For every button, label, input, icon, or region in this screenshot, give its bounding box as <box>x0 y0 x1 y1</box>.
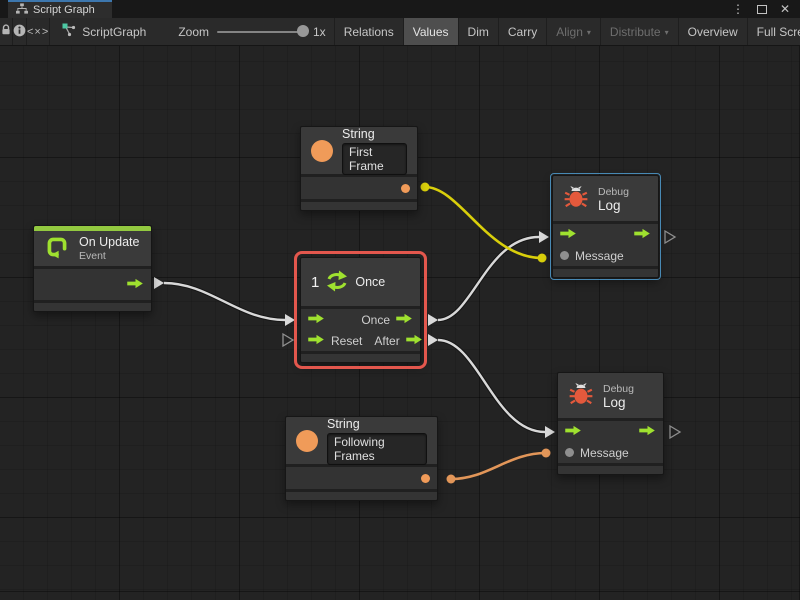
zoom-slider-handle[interactable] <box>297 25 309 37</box>
node-debug-log-top[interactable]: Debug Log Message <box>550 173 661 280</box>
log-enter-port[interactable] <box>565 425 582 439</box>
graph-toolbar: <×> ScriptGraph Zoom 1x Relations <box>0 18 800 46</box>
wire-after-to-debuglog-bottom[interactable] <box>437 338 546 434</box>
unconnected-port-arrow[interactable] <box>664 229 677 245</box>
once-count-badge: 1 <box>311 273 320 291</box>
bug-icon <box>568 381 594 410</box>
once-enter-port[interactable] <box>308 313 325 327</box>
wire-endpoint-dot[interactable] <box>446 474 456 484</box>
node-string-first-frame[interactable]: String First Frame <box>300 126 418 211</box>
string-output-port[interactable] <box>421 473 430 483</box>
once-reset-port[interactable] <box>308 334 325 348</box>
string-output-port[interactable] <box>401 183 410 193</box>
relations-button[interactable]: Relations <box>335 18 404 45</box>
flow-arrowhead[interactable] <box>428 334 438 346</box>
zoom-label: Zoom <box>178 24 209 39</box>
code-icon: <×> <box>27 25 50 38</box>
message-input-port[interactable] <box>560 251 569 260</box>
node-once[interactable]: 1 Once Once <box>294 251 427 369</box>
zoom-control: Zoom 1x <box>158 18 335 45</box>
wire-onupdate-to-once[interactable] <box>163 281 286 322</box>
message-input-port[interactable] <box>565 448 574 457</box>
wire-once-to-debuglog-top[interactable] <box>437 235 540 322</box>
node-debug-log-bottom[interactable]: Debug Log Message <box>557 372 664 475</box>
event-color-bar <box>34 226 151 231</box>
chevron-down-icon: ▾ <box>664 27 669 37</box>
string-literal-icon <box>296 429 318 452</box>
on-update-loop-icon <box>44 234 70 263</box>
graph-canvas[interactable]: String First Frame On Update <box>0 46 800 600</box>
flow-arrowhead[interactable] <box>154 277 164 289</box>
flow-arrowhead[interactable] <box>428 314 438 326</box>
script-graph-icon <box>62 23 76 40</box>
string-value-input[interactable]: Following Frames <box>327 432 427 465</box>
wire-endpoint-dot[interactable] <box>541 448 551 458</box>
code-preview-button[interactable]: <×> <box>27 18 51 45</box>
info-icon <box>13 24 26 40</box>
flow-arrowhead[interactable] <box>285 314 295 326</box>
maximize-icon[interactable] <box>756 4 767 14</box>
string-value-input[interactable]: First Frame <box>342 142 407 175</box>
graph-selector[interactable]: ScriptGraph <box>50 18 158 45</box>
wire-string-first-to-message[interactable] <box>424 185 543 260</box>
tab-label: Script Graph <box>33 4 95 16</box>
unconnected-port-arrow[interactable] <box>282 332 295 348</box>
log-exit-port[interactable] <box>639 425 656 439</box>
overview-button[interactable]: Overview <box>679 18 748 45</box>
node-on-update-event[interactable]: On Update Event <box>33 225 152 312</box>
lock-button[interactable] <box>0 18 13 45</box>
wire-endpoint-dot[interactable] <box>537 253 547 263</box>
flow-output-port[interactable] <box>127 278 144 292</box>
once-cycle-icon <box>325 270 349 295</box>
info-button[interactable] <box>13 18 27 45</box>
node-string-following-frames[interactable]: String Following Frames <box>285 416 438 501</box>
carry-button[interactable]: Carry <box>499 18 548 45</box>
lock-icon <box>0 24 12 39</box>
tab-bar: Script Graph ⋮ ✕ <box>0 0 800 18</box>
string-literal-icon <box>311 139 333 162</box>
values-button[interactable]: Values <box>403 18 459 45</box>
align-dropdown[interactable]: Align ▾ <box>547 18 601 45</box>
window-menu-icon[interactable]: ⋮ <box>731 2 744 16</box>
toolbar-buttons: Relations Values Dim Carry Align ▾ Distr… <box>335 18 800 45</box>
zoom-slider[interactable] <box>217 25 309 37</box>
distribute-dropdown[interactable]: Distribute ▾ <box>601 18 679 45</box>
close-icon[interactable]: ✕ <box>779 2 790 16</box>
once-output-port[interactable] <box>396 313 413 327</box>
bug-icon <box>563 184 589 213</box>
tab-script-graph[interactable]: Script Graph <box>8 0 112 18</box>
flow-arrowhead[interactable] <box>539 231 549 243</box>
dim-button[interactable]: Dim <box>459 18 499 45</box>
graph-name-label: ScriptGraph <box>82 24 147 39</box>
full-screen-button[interactable]: Full Screen <box>756 24 800 39</box>
hierarchy-icon <box>16 3 28 17</box>
wire-string-following-to-message[interactable] <box>450 451 547 481</box>
log-enter-port[interactable] <box>560 228 577 242</box>
connection-wires <box>154 182 682 484</box>
log-exit-port[interactable] <box>634 228 651 242</box>
once-after-port[interactable] <box>405 334 423 348</box>
flow-arrowhead[interactable] <box>545 426 555 438</box>
zoom-value: 1x <box>313 24 326 39</box>
wire-endpoint-dot[interactable] <box>420 182 430 192</box>
chevron-down-icon: ▾ <box>586 27 591 37</box>
unconnected-port-arrow[interactable] <box>669 424 682 440</box>
